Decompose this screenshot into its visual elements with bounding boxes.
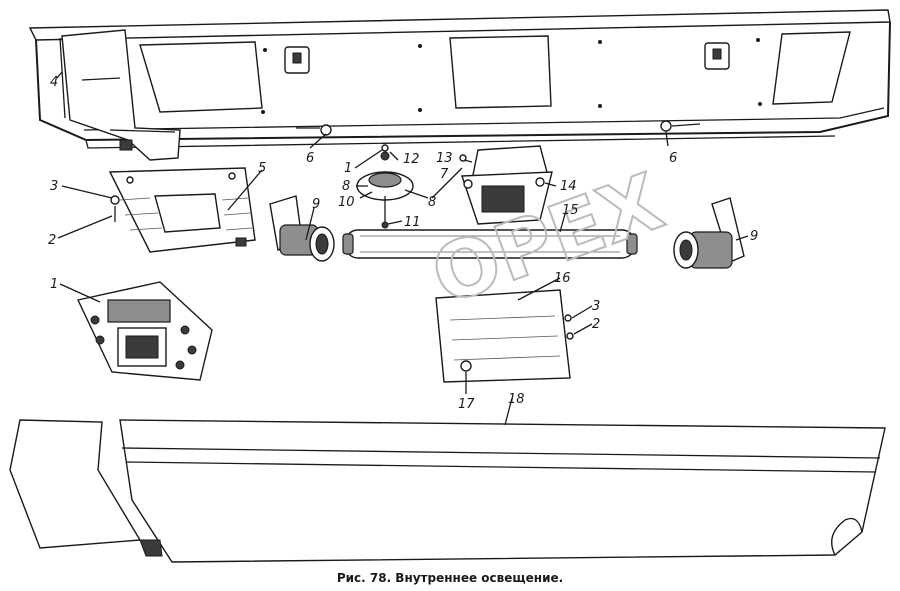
figure-caption: Рис. 78. Внутреннее освещение. [337,571,563,585]
callout-8-left: 8 [342,179,350,194]
tube-part-15 [342,229,638,259]
callout-16: 16 [554,271,571,286]
callout-6-right: 6 [669,151,677,166]
lamp-holder-left-part-9 [269,195,335,262]
callout-15: 15 [562,203,579,218]
cover-plate-part-16 [435,289,574,383]
callout-9-right: 9 [750,229,758,244]
callout-13: 13 [436,151,453,166]
callout-4: 4 [50,75,58,90]
callout-3-left: 3 [50,179,58,194]
duct-part-18 [9,419,886,563]
callout-3-right: 3 [592,299,600,314]
callout-6-left: 6 [306,151,314,166]
callout-2-left: 2 [48,233,56,248]
callout-labels: 4 6 6 1 12 13 7 8 8 14 10 11 3 5 2 9 15 … [48,75,758,412]
callout-12: 12 [403,152,420,167]
callout-1-left: 1 [50,277,58,292]
ceiling-frame [28,9,891,161]
callout-17: 17 [458,397,475,412]
callout-5: 5 [258,161,266,176]
callout-8-right: 8 [428,195,436,210]
callout-10: 10 [338,195,355,210]
leader-lines [56,71,749,426]
callout-18: 18 [508,392,525,407]
callout-7: 7 [440,167,449,182]
callout-2-right: 2 [592,317,600,332]
screws-left [110,195,120,222]
plate-part-5 [108,167,256,253]
callout-9-left: 9 [312,197,320,212]
callout-1-top: 1 [344,161,352,176]
callout-11: 11 [404,215,421,230]
terminal-block-part-14 [459,145,553,225]
callout-14: 14 [560,179,577,194]
lamp-holder-right-part-9 [673,197,745,269]
transformer-part-1 [76,281,213,381]
